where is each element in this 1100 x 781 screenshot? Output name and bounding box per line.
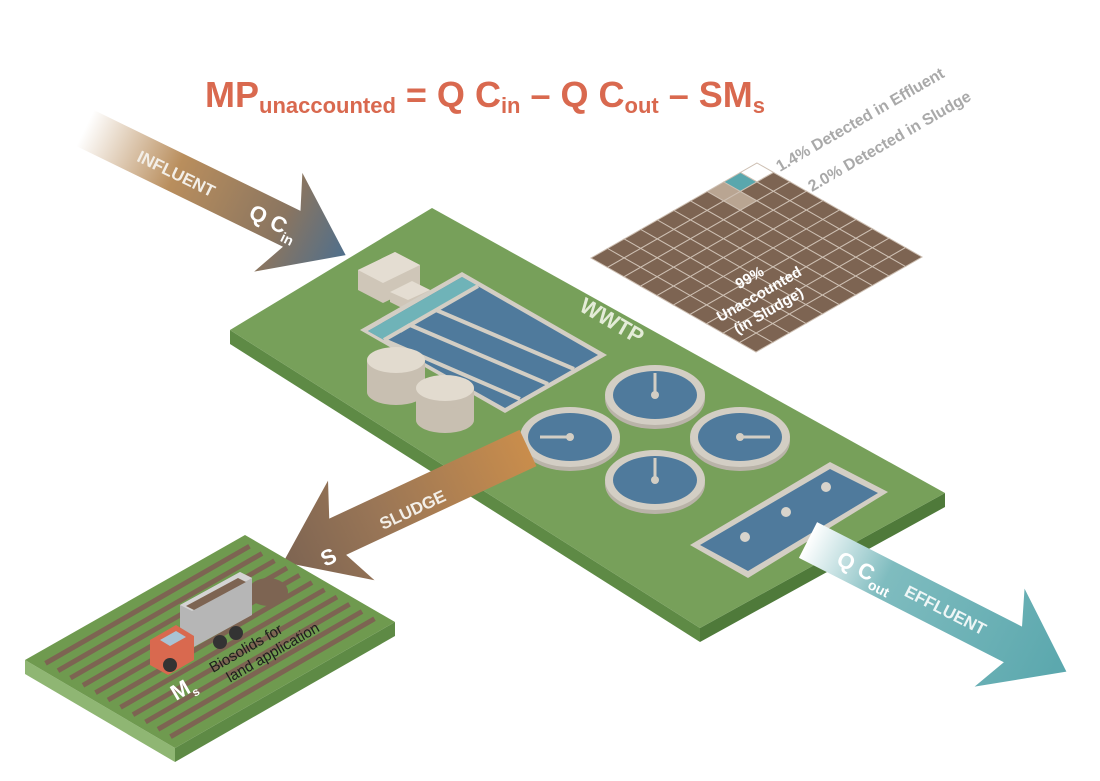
biosolids-field — [25, 535, 395, 762]
clarifier — [605, 365, 705, 429]
furrow — [144, 602, 351, 725]
furrow — [169, 616, 376, 739]
aeration-basin — [360, 272, 607, 413]
clarifier — [690, 407, 790, 471]
truck-icon — [150, 572, 288, 675]
clarifier — [520, 407, 620, 471]
breakdown-grid — [589, 162, 924, 353]
furrow — [44, 544, 251, 666]
furrow — [119, 587, 326, 710]
furrow — [131, 594, 339, 717]
furrow — [56, 551, 264, 673]
effluent-basin — [690, 462, 888, 578]
mass-balance-equation: MPunaccounted = Q Cin – Q Cout – SMs — [205, 74, 765, 118]
grid-cell-unaccounted — [738, 332, 774, 353]
buildings — [358, 252, 430, 311]
storage-tanks — [367, 347, 474, 433]
clarifiers — [520, 365, 790, 514]
sludge-arrow — [283, 429, 537, 581]
furrow — [156, 609, 364, 732]
clarifier — [605, 450, 705, 514]
